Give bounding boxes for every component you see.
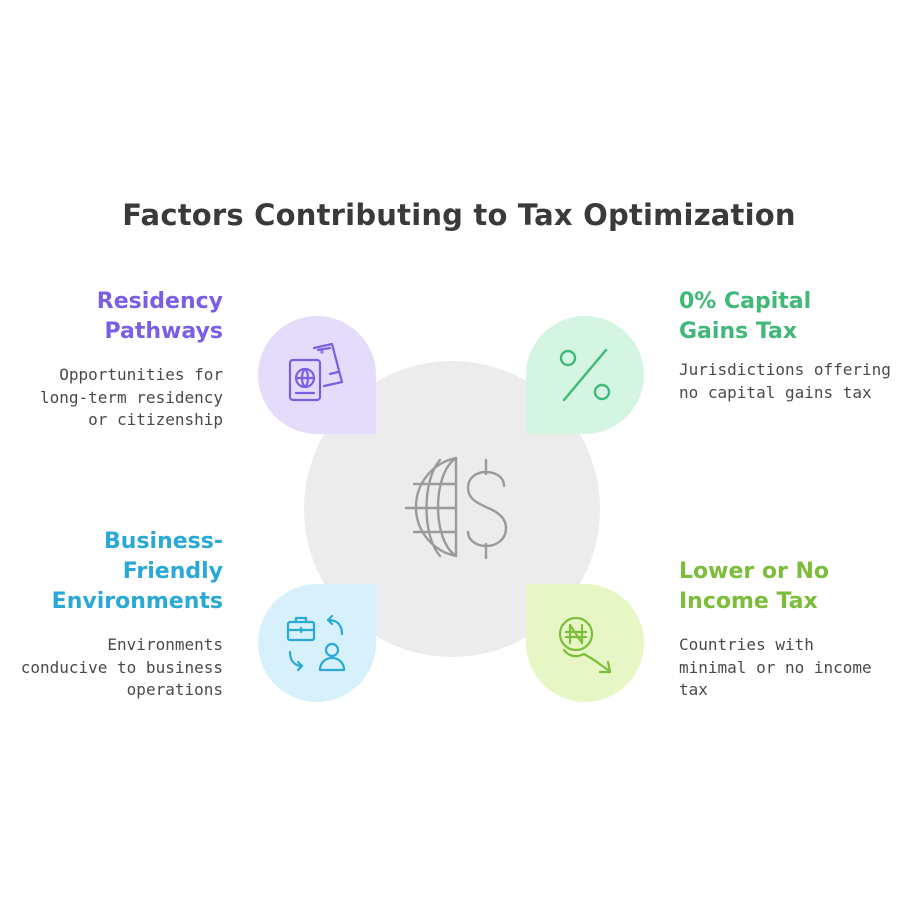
- diagram-title: Factors Contributing to Tax Optimization: [122, 198, 796, 232]
- capital-gains-heading: 0% Capital Gains Tax: [679, 289, 812, 344]
- business-heading: Business- Friendly Environments: [51, 529, 223, 614]
- capital-gains-description: Jurisdictions offering no capital gains …: [679, 360, 891, 402]
- passport-ticket-icon: [288, 342, 344, 402]
- residency-quadrant: [258, 316, 376, 434]
- business-quadrant: [258, 584, 376, 702]
- residency-heading: Residency Pathways: [96, 289, 223, 344]
- income-tax-heading: Lower or No Income Tax: [679, 559, 830, 614]
- income-tax-quadrant: [526, 584, 644, 702]
- business-description: Environments conducive to business opera…: [20, 635, 223, 699]
- globe-dollar-icon: [404, 456, 508, 560]
- percent-icon: [559, 348, 611, 402]
- residency-description: Opportunities for long-term residency or…: [39, 365, 223, 429]
- briefcase-exchange-icon: [286, 614, 346, 672]
- income-tax-description: Countries with minimal or no income tax: [679, 635, 872, 699]
- coin-down-icon: [558, 616, 612, 674]
